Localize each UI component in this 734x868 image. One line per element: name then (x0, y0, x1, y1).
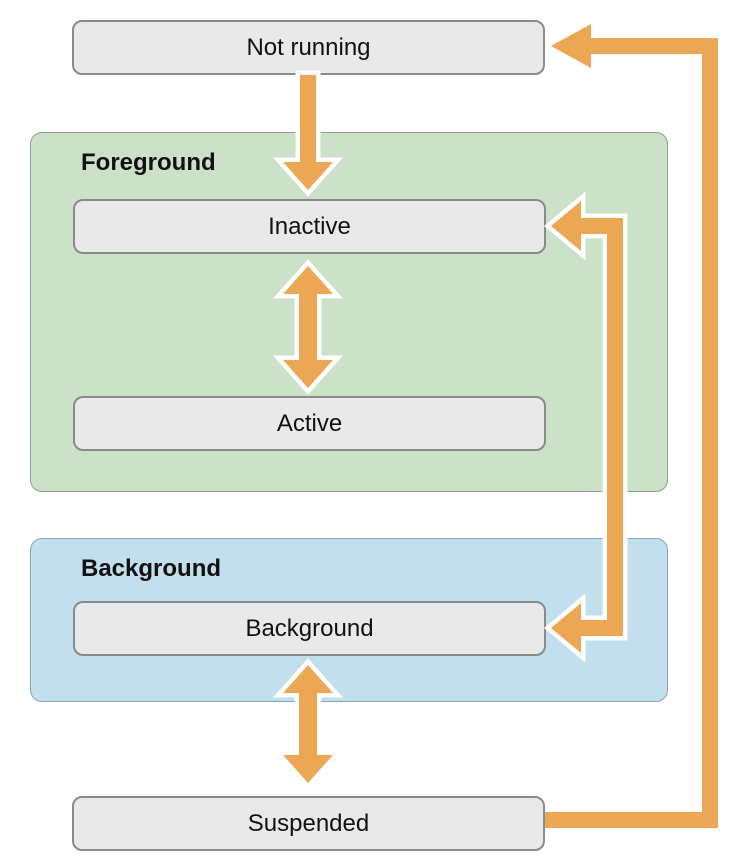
state-not-running: Not running (72, 20, 545, 75)
foreground-group: Foreground Inactive Active (30, 132, 668, 492)
background-group-label: Background (81, 555, 222, 582)
state-active: Active (73, 396, 546, 451)
state-active-label: Active (276, 409, 343, 437)
state-background: Background (73, 601, 546, 656)
foreground-group-label: Foreground (81, 149, 216, 176)
state-background-label: Background (245, 614, 374, 642)
state-inactive: Inactive (73, 199, 546, 254)
state-suspended-label: Suspended (247, 809, 370, 837)
background-group: Background Background (30, 538, 668, 702)
state-suspended: Suspended (72, 796, 545, 851)
state-not-running-label: Not running (246, 33, 371, 61)
state-inactive-label: Inactive (268, 212, 351, 240)
